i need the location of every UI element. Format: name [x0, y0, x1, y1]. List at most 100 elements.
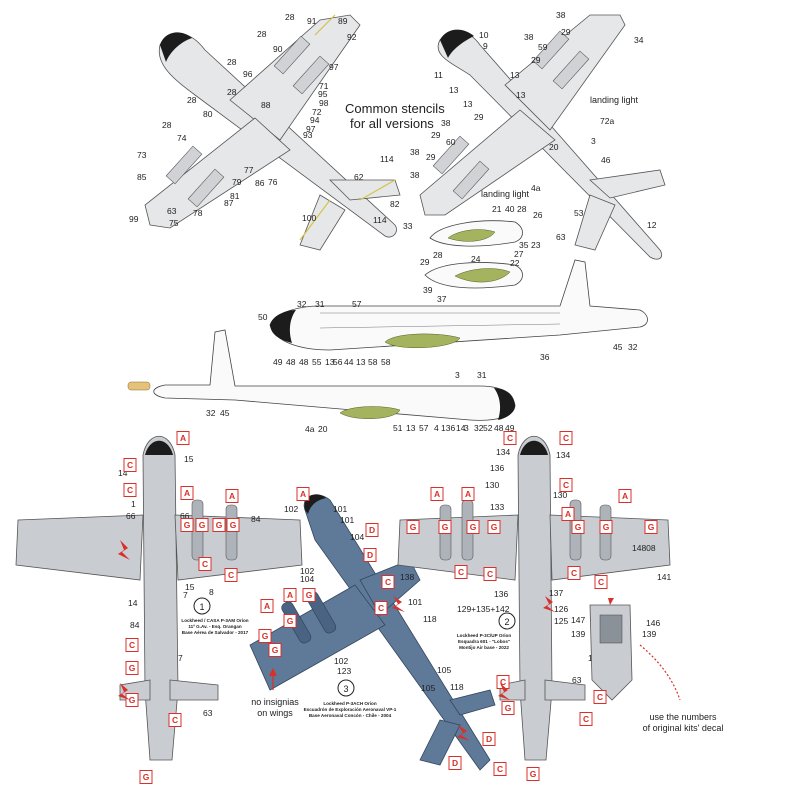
svg-text:C: C: [583, 714, 589, 724]
svg-text:G: G: [306, 590, 313, 600]
svg-text:C: C: [500, 677, 506, 687]
svg-text:75: 75: [169, 218, 179, 228]
svg-text:73: 73: [137, 150, 147, 160]
svg-text:28: 28: [257, 29, 267, 39]
svg-text:63: 63: [203, 708, 213, 718]
svg-text:A: A: [300, 489, 306, 499]
svg-text:8: 8: [209, 587, 214, 597]
svg-text:29: 29: [420, 257, 430, 267]
svg-text:102: 102: [300, 566, 314, 576]
red-flash-markers: [118, 540, 555, 741]
svg-text:48: 48: [286, 357, 296, 367]
svg-text:Lockheed P-3C/UP Orion: Lockheed P-3C/UP Orion: [457, 633, 511, 638]
svg-text:86: 86: [255, 178, 265, 188]
svg-text:84: 84: [251, 514, 261, 524]
svg-text:39: 39: [423, 285, 433, 295]
svg-text:114: 114: [380, 154, 394, 164]
use-original-numbers-note: use the numbers of original kits' decal: [639, 644, 724, 733]
svg-text:28: 28: [433, 250, 443, 260]
svg-text:13: 13: [449, 85, 459, 95]
svg-text:20: 20: [549, 142, 559, 152]
svg-text:32: 32: [206, 408, 216, 418]
svg-text:G: G: [230, 520, 237, 530]
aircraft-side-view-left: [127, 329, 516, 421]
svg-text:C: C: [563, 480, 569, 490]
svg-text:101: 101: [333, 504, 347, 514]
svg-text:85: 85: [137, 172, 147, 182]
svg-text:129+135+142: 129+135+142: [457, 604, 510, 614]
svg-text:89: 89: [338, 16, 348, 26]
svg-text:C: C: [127, 485, 133, 495]
svg-text:Lockheed P-3ACH Orion: Lockheed P-3ACH Orion: [323, 701, 377, 706]
aircraft-underside-stencils: [144, 14, 401, 251]
svg-text:74: 74: [177, 133, 187, 143]
svg-text:of original kits' decal: of original kits' decal: [643, 723, 724, 733]
svg-text:3: 3: [343, 684, 348, 694]
svg-text:G: G: [410, 522, 417, 532]
svg-text:32: 32: [297, 299, 307, 309]
svg-text:32: 32: [474, 423, 484, 433]
svg-text:59: 59: [538, 42, 548, 52]
svg-text:C: C: [378, 603, 384, 613]
svg-text:136: 136: [494, 589, 508, 599]
svg-text:97: 97: [329, 62, 339, 72]
svg-text:99: 99: [129, 214, 139, 224]
svg-text:48: 48: [299, 357, 309, 367]
svg-text:A: A: [180, 433, 186, 443]
svg-text:15: 15: [185, 582, 195, 592]
svg-text:60: 60: [446, 137, 456, 147]
svg-text:A: A: [229, 491, 235, 501]
svg-text:G: G: [505, 703, 512, 713]
svg-text:58: 58: [368, 357, 378, 367]
svg-text:22: 22: [510, 258, 520, 268]
svg-text:137: 137: [549, 588, 563, 598]
svg-text:28: 28: [517, 204, 527, 214]
svg-text:G: G: [491, 522, 498, 532]
svg-text:7: 7: [183, 590, 188, 600]
svg-text:1: 1: [199, 602, 204, 612]
svg-text:G: G: [129, 663, 136, 673]
svg-text:G: G: [603, 522, 610, 532]
stencil-numbers-top-right: 38 29 34 10 9 29 38 59 11 13 13 13 13 38…: [403, 10, 657, 304]
svg-text:10: 10: [479, 30, 489, 40]
svg-text:G: G: [575, 522, 582, 532]
svg-text:51: 51: [393, 423, 403, 433]
svg-text:13: 13: [516, 90, 526, 100]
svg-text:23: 23: [531, 240, 541, 250]
svg-text:Base Aeronaval Concón - Chile: Base Aeronaval Concón - Chile - 2004: [309, 713, 392, 718]
svg-text:28: 28: [227, 87, 237, 97]
svg-text:94: 94: [310, 115, 320, 125]
svg-text:92: 92: [347, 32, 357, 42]
svg-text:130: 130: [553, 490, 567, 500]
svg-text:114: 114: [373, 215, 387, 225]
svg-text:147: 147: [571, 615, 585, 625]
svg-text:126: 126: [554, 604, 568, 614]
svg-text:13: 13: [325, 357, 335, 367]
bomb-bay-detail: [589, 598, 633, 701]
svg-text:66: 66: [126, 511, 136, 521]
svg-text:D: D: [452, 758, 458, 768]
svg-text:38: 38: [441, 118, 451, 128]
svg-text:66: 66: [180, 511, 190, 521]
svg-text:29: 29: [531, 55, 541, 65]
svg-text:37: 37: [437, 294, 447, 304]
svg-text:45: 45: [220, 408, 230, 418]
svg-text:78: 78: [193, 208, 203, 218]
svg-text:100: 100: [302, 213, 316, 223]
svg-text:50: 50: [258, 312, 268, 322]
svg-text:2: 2: [504, 617, 509, 627]
svg-text:A: A: [565, 509, 571, 519]
svg-text:29: 29: [426, 152, 436, 162]
svg-text:28: 28: [162, 120, 172, 130]
svg-text:G: G: [287, 616, 294, 626]
svg-text:Escuadrón de Exploración Aeron: Escuadrón de Exploración Aeronaval VP-1: [304, 707, 397, 712]
svg-text:57: 57: [352, 299, 362, 309]
svg-text:4a: 4a: [531, 183, 541, 193]
svg-text:101: 101: [408, 597, 422, 607]
stencil-numbers-side: 32 31 57 50 49 48 48 55 13 56 44 13 58 5…: [206, 299, 638, 434]
svg-text:A: A: [434, 489, 440, 499]
tail-code: 14808: [632, 543, 656, 553]
svg-text:G: G: [470, 522, 477, 532]
svg-text:A: A: [184, 488, 190, 498]
